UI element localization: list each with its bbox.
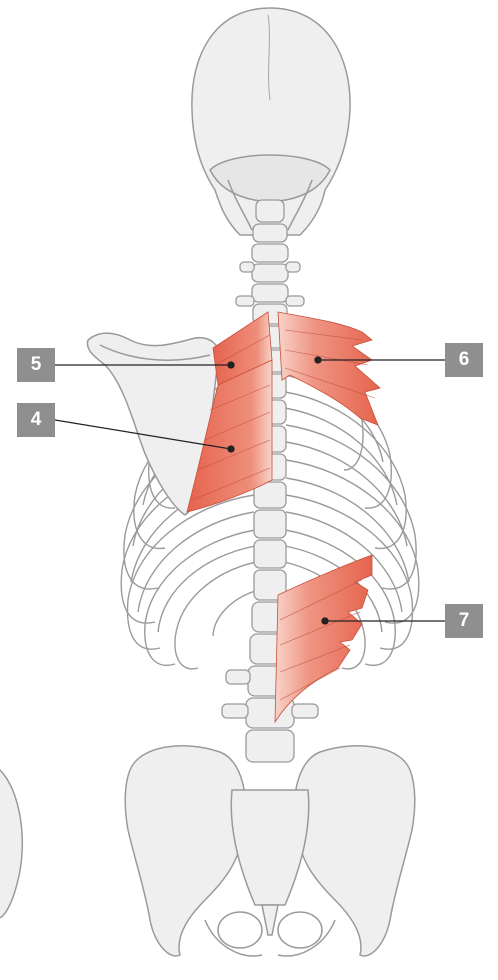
pelvis: [125, 746, 415, 956]
label-4: 4: [17, 403, 55, 437]
partial-skull-edge: [0, 770, 22, 918]
muscle-6: [278, 312, 380, 425]
label-6: 6: [445, 343, 483, 377]
label-7: 7: [445, 604, 483, 638]
muscle-7: [275, 555, 372, 722]
label-5: 5: [17, 348, 55, 382]
